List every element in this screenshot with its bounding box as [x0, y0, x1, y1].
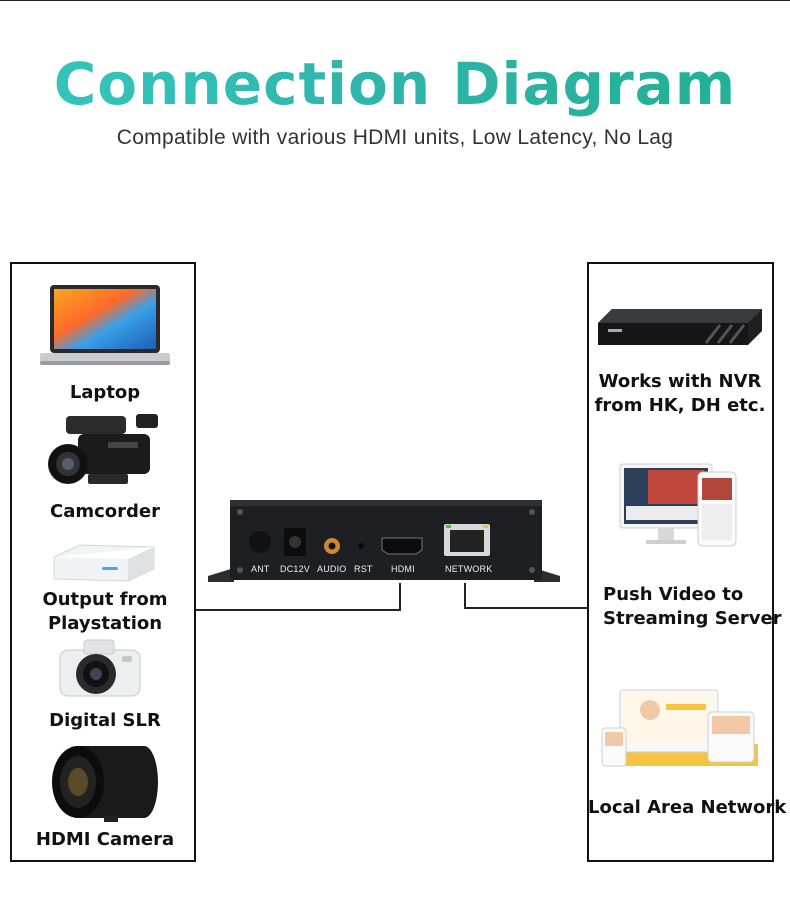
connector-network-vertical: [464, 583, 466, 609]
port-label-dc12v: DC12V: [280, 564, 311, 574]
input-label-hdmi-camera: HDMI Camera: [35, 829, 175, 850]
nvr-icon: [598, 309, 762, 345]
port-label-ant: ANT: [251, 564, 270, 574]
laptop-icon: [40, 285, 170, 365]
output-label-nvr-line1: Works with NVR: [598, 371, 762, 392]
output-targets-panel: [587, 262, 774, 862]
top-rule: [0, 0, 790, 1]
output-label-lan: Local Area Network: [588, 797, 787, 818]
streaming-screens-icon: [619, 463, 737, 547]
encoder-device: [208, 500, 560, 582]
port-label-network: NETWORK: [445, 564, 493, 574]
game-console-icon: [53, 544, 155, 582]
output-label-streaming-line1: Push Video to: [603, 584, 744, 605]
camera-icon: [59, 639, 141, 697]
input-label-playstation-line2: Playstation: [47, 613, 163, 634]
page-subtitle: Compatible with various HDMI units, Low …: [116, 126, 674, 149]
page-title: Connection Diagram: [0, 50, 790, 118]
lan-screens-icon: [601, 689, 758, 767]
input-label-playstation-line1: Output from: [42, 589, 168, 610]
connector-network-horizontal: [464, 607, 587, 609]
input-label-digital-slr: Digital SLR: [49, 710, 161, 731]
camcorder-icon: [48, 414, 158, 484]
input-label-laptop: Laptop: [69, 382, 141, 403]
port-label-audio: AUDIO: [317, 564, 347, 574]
connector-hdmi-vertical: [399, 583, 401, 611]
connector-hdmi-horizontal: [196, 609, 401, 611]
port-label-rst: RST: [354, 564, 373, 574]
output-label-streaming-line2: Streaming Server: [603, 608, 782, 629]
output-label-nvr-line2: from HK, DH etc.: [594, 395, 766, 416]
hdmi-camera-icon: [52, 746, 158, 822]
port-label-hdmi: HDMI: [391, 564, 415, 574]
input-label-camcorder: Camcorder: [50, 501, 160, 522]
